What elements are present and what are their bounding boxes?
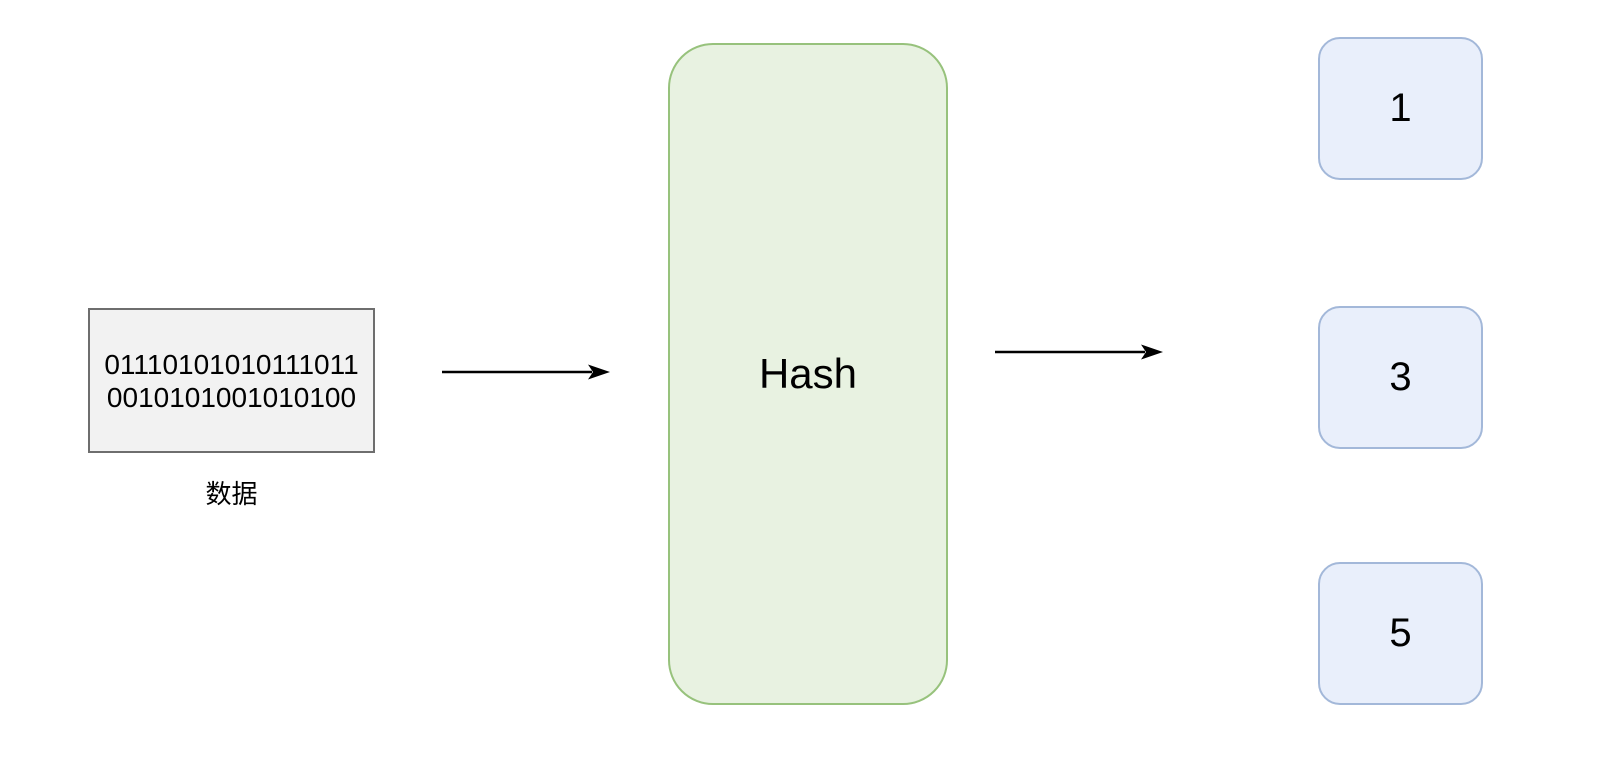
input-data-label: 数据 (205, 479, 258, 509)
bucket-3-label: 3 (1389, 355, 1412, 399)
right-arrow-icon (442, 364, 610, 380)
hash-label: Hash (758, 350, 858, 397)
right-arrow-icon (995, 344, 1163, 360)
hash-function-box: Hash (668, 43, 948, 705)
bucket-5-label: 5 (1389, 611, 1412, 655)
bucket-1-label: 1 (1389, 86, 1412, 130)
bucket-5: 5 (1318, 562, 1483, 705)
input-to-hash-arrow (440, 362, 610, 382)
bucket-1: 1 (1318, 37, 1483, 180)
hash-to-buckets-arrow (993, 342, 1163, 362)
binary-data-box: 01110101010111011 0010101001010100 (88, 308, 375, 453)
bucket-3: 3 (1318, 306, 1483, 449)
binary-line-2: 0010101001010100 (106, 381, 357, 413)
binary-line-1: 01110101010111011 (104, 348, 359, 380)
